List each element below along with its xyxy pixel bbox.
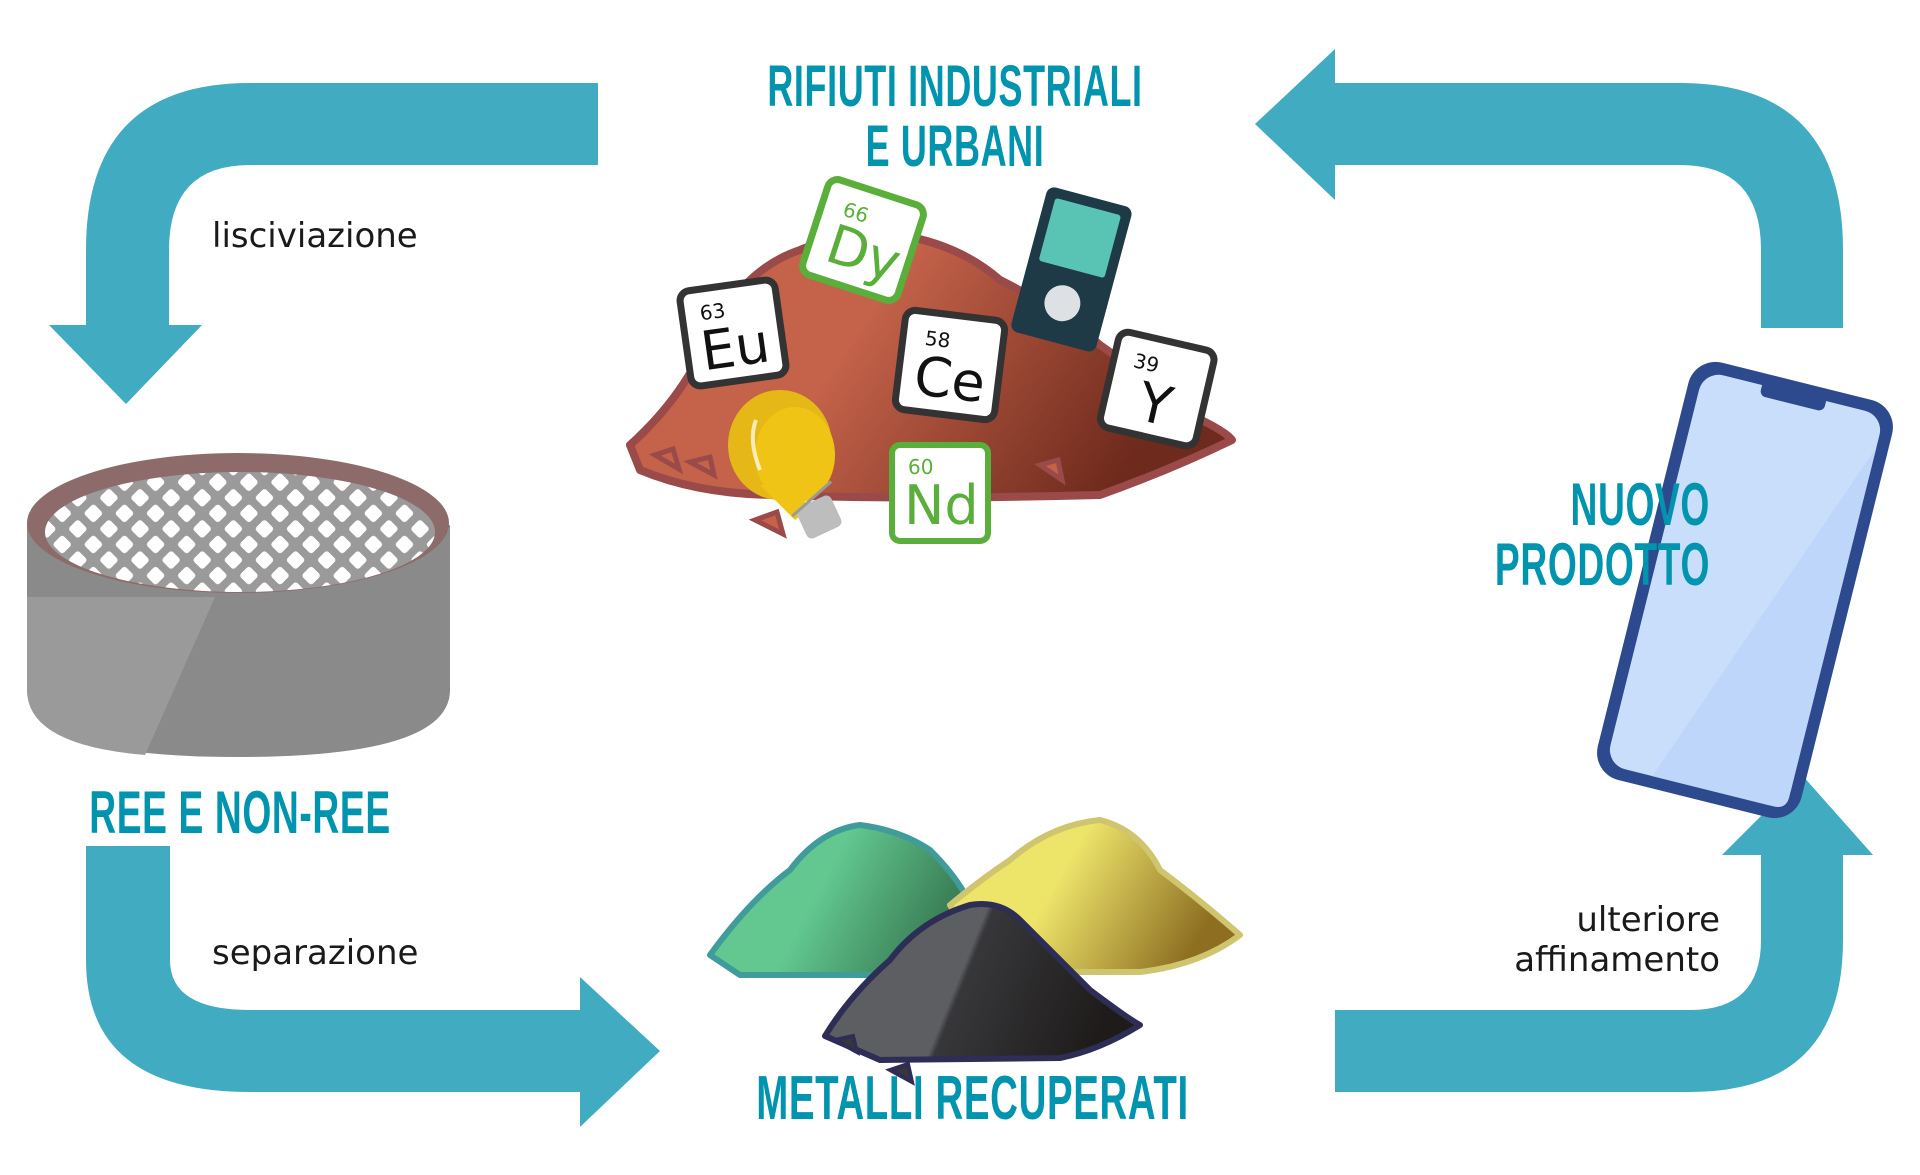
sieve-icon [27,453,450,757]
element-symbol: Y [1131,370,1179,439]
element-symbol: Ce [910,343,989,416]
arrow-recycle [1255,49,1843,328]
arrow-separation [86,846,660,1127]
element-symbol: Dy [818,212,909,295]
element-eu: 63 Eu [679,279,787,387]
element-symbol: Eu [696,311,774,384]
waste-title-line1: RIFIUTI INDUSTRIALI [767,54,1143,119]
product-title-line1: NUOVO [1570,471,1710,538]
element-tile-ce [891,306,1009,424]
arrow-leaching [49,83,598,404]
product-title-line2: PRODOTTO [1494,531,1710,598]
element-tile-y [1096,328,1218,450]
black-powder-pile-icon [822,901,1143,1086]
mp3-player-icon [1011,187,1132,352]
element-nd: 60 Nd [892,445,988,541]
step-label-refining-line1: ulteriore [1576,900,1720,940]
step-label-refining-line2: affinamento [1514,940,1720,980]
waste-title: RIFIUTI INDUSTRIALI E URBANI [741,58,1169,176]
smartphone-icon [1597,361,1893,819]
element-tile-dy [799,176,927,304]
element-number: 60 [908,455,934,479]
step-label-separation: separazione [212,933,419,973]
metals-title: METALLI RECUPERATI [756,1064,1189,1133]
ree-title: REE E NON-REE [89,779,391,846]
element-tile-nd [889,442,991,544]
step-label-leaching: lisciviazione [212,216,418,256]
element-ce: 58 Ce [894,309,1005,420]
waste-title-line2: E URBANI [865,114,1045,179]
element-symbol: Nd [904,474,979,537]
element-tile-eu [676,276,790,390]
lightbulb-icon [728,390,842,539]
product-title: NUOVO PRODOTTO [1462,475,1710,595]
arrow-refining [1335,775,1873,1092]
step-label-refining: ulteriore affinamento [1430,900,1720,980]
